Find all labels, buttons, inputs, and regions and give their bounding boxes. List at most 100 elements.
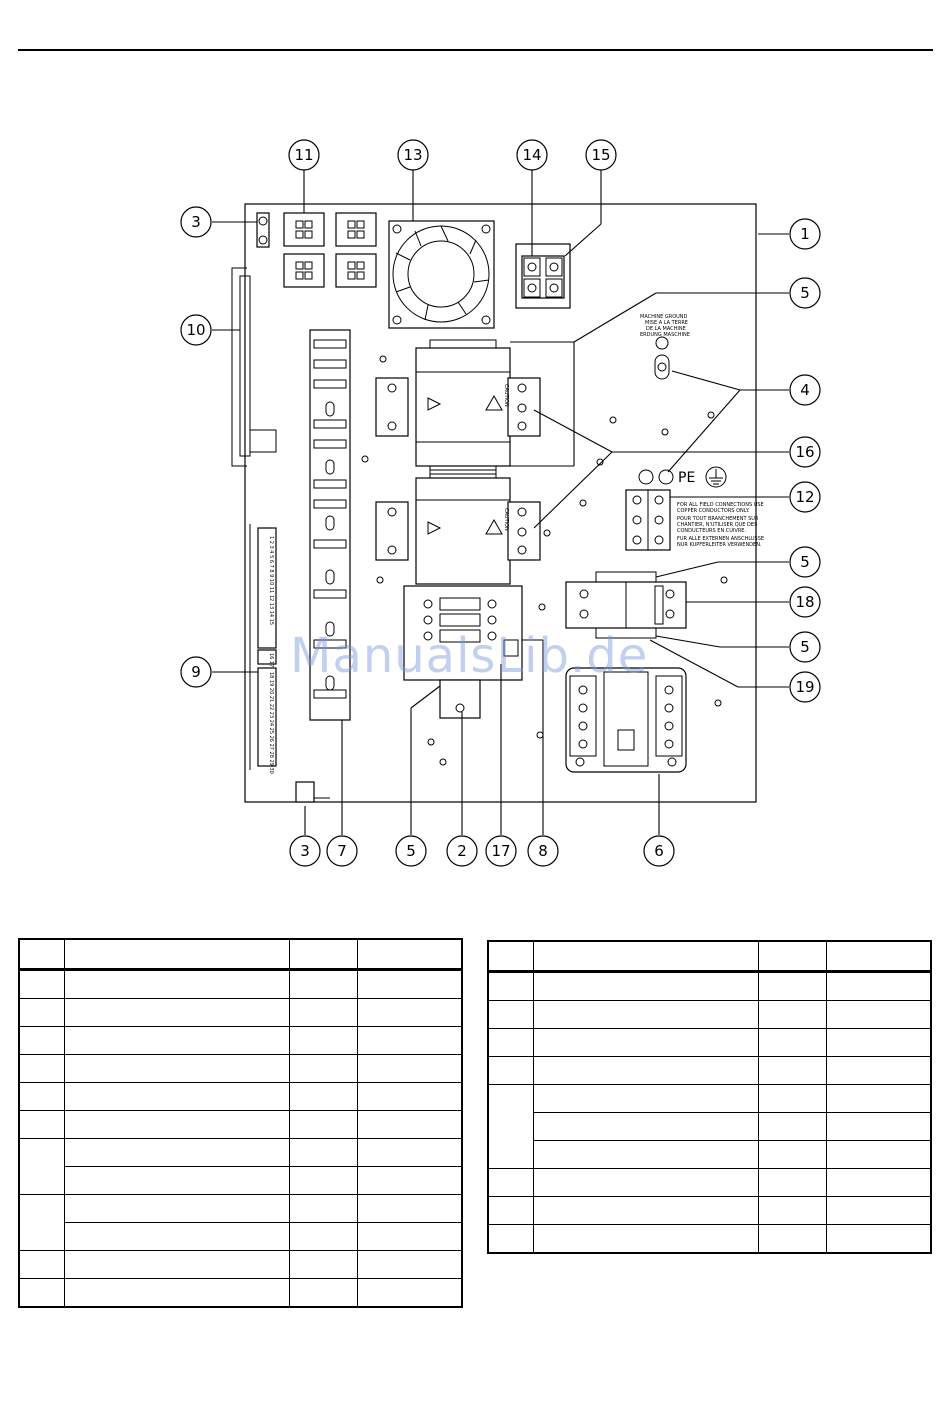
table-row: [19, 1222, 463, 1251]
relay-blocks: [283, 212, 377, 288]
callout-15: 15: [585, 139, 617, 171]
table-row: [18, 1250, 463, 1279]
table-row: [18, 1278, 463, 1308]
copper-note-3: POUR TOUT BRANCHEMENT SUR: [677, 516, 759, 522]
svg-text:5: 5: [406, 842, 416, 860]
copper-note-1: FOR ALL FIELD CONNECTIONS USE: [677, 502, 764, 508]
table-row: [487, 971, 932, 1001]
callout-12: 12: [789, 481, 821, 513]
svg-text:13: 13: [403, 146, 422, 164]
copper-note-5: CONDUCTEURS EN CUIVRE.: [677, 528, 746, 534]
table-row: [487, 1168, 932, 1197]
circuit-breaker: [565, 571, 687, 639]
svg-text:5: 5: [800, 638, 810, 656]
leader-lines: [212, 170, 789, 835]
copper-note-6: FUR ALLE EXTERNEN ANSCHLUSSE: [677, 536, 764, 542]
solid-state-relay-lower: CAUTION: [375, 469, 541, 585]
callout-7: 7: [326, 835, 358, 867]
table-row: [488, 1112, 932, 1141]
svg-text:10: 10: [186, 321, 205, 339]
terminal-numbers-mid: 16 17: [268, 653, 274, 667]
parts-table-right: [487, 940, 932, 1254]
callout-3-bottom: 3: [289, 835, 321, 867]
svg-text:16: 16: [795, 443, 814, 461]
svg-text:3: 3: [300, 842, 310, 860]
solid-state-relay-upper: CAUTION: [375, 339, 541, 475]
svg-text:7: 7: [337, 842, 347, 860]
copper-note-2: COPPER CONDUCTORS ONLY.: [677, 508, 750, 514]
callout-3-top: 3: [180, 206, 212, 238]
table-row: [487, 1196, 932, 1225]
callout-5-c: 5: [789, 631, 821, 663]
ground-lug: MACHINE GROUND MISE A LA TERRE DE LA MAC…: [640, 314, 690, 380]
table-row: [18, 1194, 463, 1251]
callout-5-d: 5: [395, 835, 427, 867]
copper-note-7: NUR KUPFERLEITER VERWENDEN.: [677, 542, 762, 548]
table-row: [18, 1026, 463, 1055]
pe-label: PE: [678, 470, 695, 486]
cooling-fan: [388, 220, 495, 329]
svg-text:8: 8: [538, 842, 548, 860]
callout-5-b: 5: [789, 546, 821, 578]
svg-text:17: 17: [491, 842, 510, 860]
ground-label-3: DE LA MACHINE: [646, 326, 686, 332]
svg-text:9: 9: [191, 663, 201, 681]
table-row: [18, 1110, 463, 1139]
callout-10: 10: [180, 314, 212, 346]
svg-text:5: 5: [800, 553, 810, 571]
callout-11: 11: [288, 139, 320, 171]
svg-text:6: 6: [654, 842, 664, 860]
pe-terminal: PE: [638, 466, 727, 488]
terminal-strip: 1 2 3 4 5 6 7 8 9 10 11 12 13 14 15 16 1…: [249, 524, 277, 774]
door-bracket: [231, 267, 277, 467]
table-row: [19, 1166, 463, 1195]
caution-label-upper: CAUTION: [503, 384, 509, 407]
callout-14: 14: [516, 139, 548, 171]
callout-6: 6: [643, 835, 675, 867]
callout-18: 18: [789, 586, 821, 618]
svg-text:18: 18: [795, 593, 814, 611]
mounting-holes: [361, 355, 728, 766]
table-header-row: [18, 938, 463, 971]
table-row: [487, 1000, 932, 1029]
callout-8: 8: [527, 835, 559, 867]
caution-label-lower: CAUTION: [503, 508, 509, 531]
wire-duct: [309, 329, 351, 721]
callout-2: 2: [446, 835, 478, 867]
svg-text:15: 15: [591, 146, 610, 164]
parts-table-left: [18, 938, 463, 1308]
svg-text:1: 1: [800, 225, 810, 243]
power-terminal-block: FOR ALL FIELD CONNECTIONS USE COPPER CON…: [625, 489, 764, 551]
table-row: [487, 1056, 932, 1085]
contactor: [403, 585, 523, 719]
svg-text:14: 14: [522, 146, 541, 164]
table-row: [18, 1138, 463, 1195]
terminal-numbers-bottom: 18 19 20 21 22 23 24 25 26 27 28 29 30: [268, 672, 274, 774]
terminal-numbers-top: 1 2 3 4 5 6 7 8 9 10 11 12 13 14 15: [268, 536, 274, 625]
ground-label-2: MISE A LA TERRE: [645, 320, 688, 326]
callout-9: 9: [180, 656, 212, 688]
svg-text:2: 2: [457, 842, 467, 860]
main-disconnect-switch: [565, 667, 687, 773]
table-row: [18, 998, 463, 1027]
table-row: [488, 1140, 932, 1169]
callout-19: 19: [789, 671, 821, 703]
callout-17: 17: [485, 835, 517, 867]
table-row: [18, 1082, 463, 1111]
svg-text:11: 11: [294, 146, 313, 164]
callout-1: 1: [789, 218, 821, 250]
callout-13: 13: [397, 139, 429, 171]
ground-terminal-bottom: [295, 781, 330, 803]
table-row: [487, 1084, 932, 1169]
ground-label-4: ERDUNG MASCHINE: [640, 332, 690, 338]
watermark: ManualsLib.de: [290, 628, 649, 684]
table-row: [18, 969, 463, 999]
callout-4: 4: [789, 374, 821, 406]
svg-text:3: 3: [191, 213, 201, 231]
table-row: [487, 1028, 932, 1057]
svg-text:19: 19: [795, 678, 814, 696]
copper-note-4: CHANTIER, N'UTILISER QUE DES: [677, 522, 757, 528]
svg-text:12: 12: [795, 488, 814, 506]
fuse-block: [515, 243, 571, 309]
table-header-row: [487, 940, 932, 973]
